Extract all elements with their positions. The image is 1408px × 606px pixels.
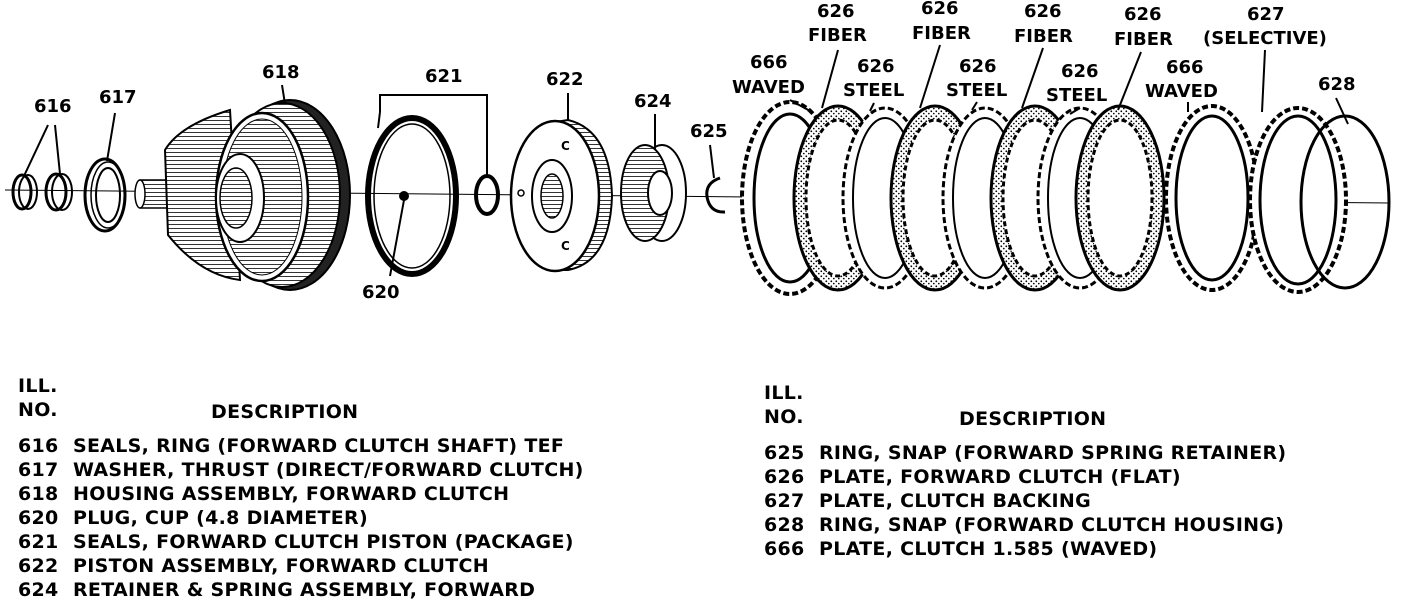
part-621-piston-seals — [365, 115, 500, 277]
callout-666-right: 666 — [1166, 57, 1204, 78]
callout-620: 620 — [362, 282, 400, 303]
part-624-spring-retainer — [620, 144, 687, 242]
part-616-seal-rings — [11, 172, 73, 212]
legend-row: 617 WASHER, THRUST (DIRECT/FORWARD CLUTCH… — [18, 458, 584, 482]
legend-item-description: RETAINER & SPRING ASSEMBLY, FORWARD — [73, 579, 536, 601]
plate-626-fiber-4 — [1074, 104, 1166, 292]
callout-626-steel-3: 626 — [1061, 61, 1099, 82]
callout-626-steel-2: 626 — [959, 56, 997, 77]
callout-666-left-sub: WAVED — [732, 77, 805, 98]
legend-row: 625 RING, SNAP (FORWARD SPRING RETAINER) — [764, 441, 1286, 465]
callout-626-fiber-2-sub: FIBER — [912, 23, 971, 44]
legend-item-number: 625 — [764, 442, 805, 464]
legend-row: 620 PLUG, CUP (4.8 DIAMETER) — [18, 506, 584, 530]
plate-627-backing — [1248, 106, 1348, 294]
legend-row: 616 SEALS, RING (FORWARD CLUTCH SHAFT) TE… — [18, 434, 584, 458]
legend-item-number: 622 — [18, 555, 59, 577]
legend-row: 621 SEALS, FORWARD CLUTCH PISTON (PACKAGE… — [18, 530, 584, 554]
callout-626-fiber-3-sub: FIBER — [1014, 26, 1073, 47]
legend-header: ILL. NO. DESCRIPTION — [764, 381, 1286, 441]
parts-legend-left: ILL. NO. DESCRIPTION 616 SEALS, RING (FOR… — [18, 374, 584, 602]
legend-row: 622 PISTON ASSEMBLY, FORWARD CLUTCH — [18, 554, 584, 578]
legend-item-description: HOUSING ASSEMBLY, FORWARD CLUTCH — [73, 483, 510, 505]
legend-item-number: 627 — [764, 490, 805, 512]
plate-666-waved-right — [1164, 104, 1260, 292]
legend-row: 627 PLATE, CLUTCH BACKING — [764, 489, 1286, 513]
legend-item-description: PLATE, FORWARD CLUTCH (FLAT) — [819, 466, 1181, 488]
callout-626-steel-1-sub: STEEL — [843, 80, 904, 101]
legend-row: 618 HOUSING ASSEMBLY, FORWARD CLUTCH — [18, 482, 584, 506]
callout-627: 627 — [1247, 4, 1285, 25]
legend-item-description: WASHER, THRUST (DIRECT/FORWARD CLUTCH) — [73, 459, 584, 481]
callout-621: 621 — [425, 66, 463, 87]
legend-no-label: NO. — [18, 399, 58, 421]
callout-666-right-sub: WAVED — [1145, 81, 1218, 102]
legend-no-label: NO. — [764, 406, 804, 428]
callout-617: 617 — [99, 87, 137, 108]
legend-item-description: PLATE, CLUTCH BACKING — [819, 490, 1091, 512]
legend-item-number: 618 — [18, 483, 59, 505]
svg-text:C: C — [561, 239, 570, 253]
callout-626-fiber-4: 626 — [1124, 4, 1162, 25]
legend-ill-label: ILL. — [18, 375, 58, 397]
legend-item-description: SEALS, RING (FORWARD CLUTCH SHAFT) TEF — [73, 435, 565, 457]
legend-description-label: DESCRIPTION — [959, 408, 1107, 430]
part-618-clutch-housing — [134, 99, 351, 291]
callout-626-fiber-1: 626 — [817, 1, 855, 22]
callout-625: 625 — [690, 121, 728, 142]
callout-626-steel-2-sub: STEEL — [946, 80, 1007, 101]
legend-row: 624 RETAINER & SPRING ASSEMBLY, FORWARD — [18, 578, 584, 602]
legend-row: 626 PLATE, FORWARD CLUTCH (FLAT) — [764, 465, 1286, 489]
callout-626-steel-3-sub: STEEL — [1046, 85, 1107, 106]
legend-item-description: PLATE, CLUTCH 1.585 (WAVED) — [819, 538, 1158, 560]
svg-text:C: C — [561, 139, 570, 153]
legend-item-description: PISTON ASSEMBLY, FORWARD CLUTCH — [73, 555, 489, 577]
callout-626-fiber-2: 626 — [921, 0, 959, 19]
legend-item-number: 626 — [764, 466, 805, 488]
legend-item-number: 620 — [18, 507, 59, 529]
legend-ill-label: ILL. — [764, 382, 804, 404]
legend-item-description: PLUG, CUP (4.8 DIAMETER) — [73, 507, 368, 529]
legend-row: 666 PLATE, CLUTCH 1.585 (WAVED) — [764, 537, 1286, 561]
callout-626-fiber-1-sub: FIBER — [808, 25, 867, 46]
leader-lines — [23, 44, 1349, 277]
callout-626-steel-1: 626 — [857, 56, 895, 77]
callout-624: 624 — [634, 91, 672, 112]
callout-627-sub: (SELECTIVE) — [1203, 28, 1327, 49]
legend-item-number: 621 — [18, 531, 59, 553]
callout-628: 628 — [1318, 74, 1356, 95]
legend-item-number: 666 — [764, 538, 805, 560]
callout-labels: 616 617 618 621 620 622 624 625 666 WAVE… — [34, 0, 1356, 303]
legend-description-label: DESCRIPTION — [211, 401, 359, 423]
callout-616: 616 — [34, 96, 72, 117]
legend-item-number: 624 — [18, 579, 59, 601]
callout-666-left: 666 — [750, 52, 788, 73]
part-622-piston: C C — [509, 118, 614, 273]
callout-622: 622 — [546, 69, 584, 90]
legend-item-number: 617 — [18, 459, 59, 481]
legend-item-description: SEALS, FORWARD CLUTCH PISTON (PACKAGE) — [73, 531, 574, 553]
callout-618: 618 — [262, 62, 300, 83]
legend-row: 628 RING, SNAP (FORWARD CLUTCH HOUSING) — [764, 513, 1286, 537]
callout-626-fiber-3: 626 — [1024, 1, 1062, 22]
part-620-cup-plug — [399, 191, 409, 201]
legend-header: ILL. NO. DESCRIPTION — [18, 374, 584, 434]
part-617-thrust-washer — [83, 157, 127, 233]
clutch-plate-pack — [740, 100, 1391, 296]
part-625-snap-ring — [705, 176, 726, 214]
legend-item-number: 628 — [764, 514, 805, 536]
callout-626-fiber-4-sub: FIBER — [1114, 29, 1173, 50]
legend-item-description: RING, SNAP (FORWARD CLUTCH HOUSING) — [819, 514, 1285, 536]
legend-item-number: 616 — [18, 435, 59, 457]
legend-item-description: RING, SNAP (FORWARD SPRING RETAINER) — [819, 442, 1287, 464]
